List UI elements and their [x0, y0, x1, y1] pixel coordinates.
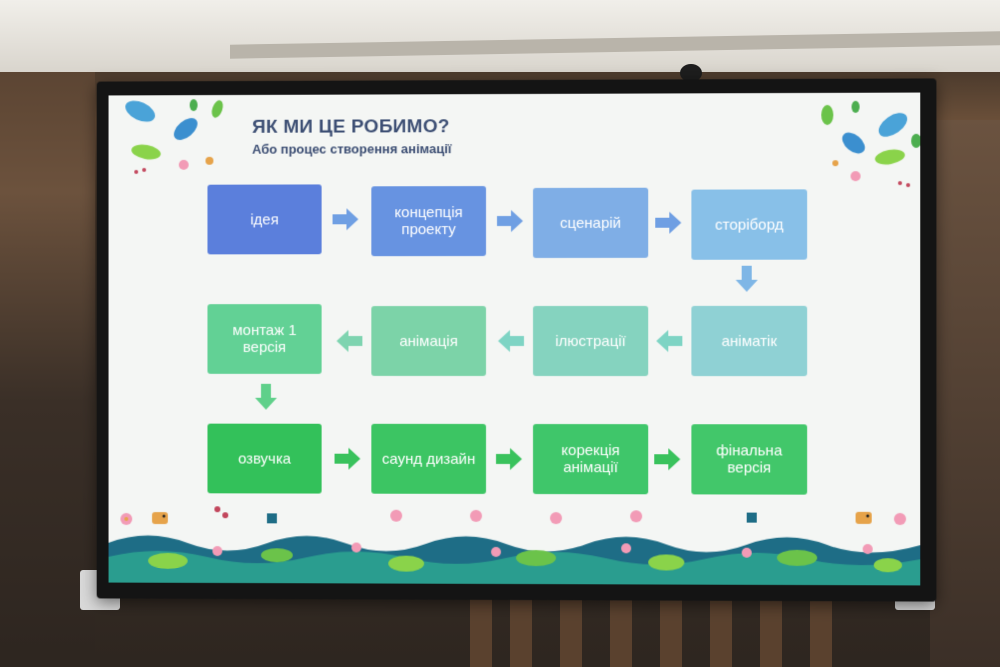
- left-arrow-icon: [337, 330, 363, 352]
- flow-step-concept: концепція проекту: [371, 186, 487, 257]
- leaf-icon: [821, 100, 921, 188]
- flower-icon: [120, 506, 907, 526]
- ceiling-camera: [680, 64, 702, 82]
- flow-step-idea: ідея: [207, 184, 322, 255]
- flow-step-voiceover: озвучка: [207, 423, 322, 494]
- right-arrow-icon: [654, 448, 681, 471]
- down-arrow-icon: [255, 383, 277, 410]
- flow-step-montage: монтаж 1 версія: [207, 304, 322, 374]
- right-arrow-icon: [333, 208, 359, 231]
- right-arrow-icon: [655, 211, 682, 234]
- flow-step-animation: анімація: [371, 306, 487, 376]
- flow-step-final-version: фінальна версія: [691, 424, 808, 495]
- right-arrow-icon: [496, 448, 522, 471]
- footer-decoration: [108, 535, 921, 586]
- leaf-icon: [126, 99, 224, 175]
- flow-step-illustrations: ілюстрації: [532, 305, 649, 377]
- presentation-slide: ЯК МИ ЦЕ РОБИМО? Або процес створення ан…: [108, 92, 921, 586]
- flow-step-animatic: аніматік: [691, 305, 808, 377]
- right-arrow-icon: [334, 447, 361, 470]
- flow-step-sound-design: саунд дизайн: [371, 423, 487, 494]
- down-arrow-icon: [735, 265, 758, 292]
- left-arrow-icon: [656, 329, 683, 353]
- bird-icon: [855, 511, 872, 524]
- wall-left: [0, 72, 95, 667]
- right-arrow-icon: [497, 210, 523, 233]
- tv-monitor: ЯК МИ ЦЕ РОБИМО? Або процес створення ан…: [96, 78, 937, 602]
- left-arrow-icon: [498, 330, 524, 353]
- flow-step-storyboard: сторіборд: [691, 189, 808, 260]
- bird-icon: [152, 512, 168, 525]
- slide-title: ЯК МИ ЦЕ РОБИМО?: [252, 116, 450, 138]
- flow-step-animation-correction: корекція анімації: [532, 424, 649, 495]
- flow-step-script: сценарій: [532, 187, 649, 258]
- slide-subtitle: Або процес створення анімації: [252, 141, 452, 157]
- wall-right: [930, 120, 1000, 667]
